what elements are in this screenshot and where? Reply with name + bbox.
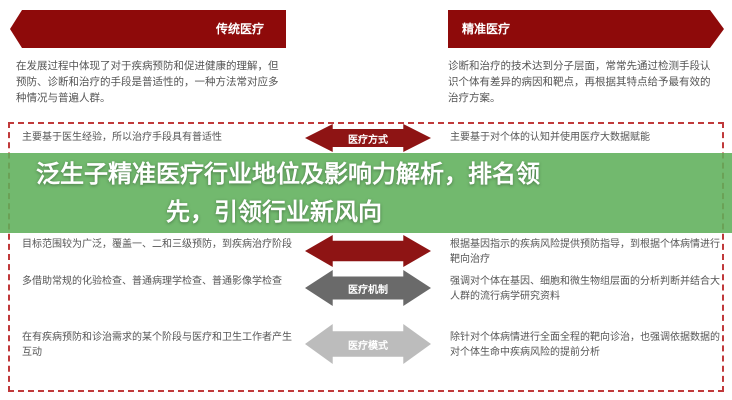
row3-left: 多借助常规的化验检查、普通病理学检查、普通影像学检查 bbox=[22, 276, 282, 287]
row1-left: 主要基于医生经验，所以治疗手段具有普适性 bbox=[22, 132, 222, 143]
row2-right: 根据基因指示的疾病风险提供预防指导，到根据个体病情进行靶向治疗 bbox=[450, 239, 720, 265]
article-title: 泛生子精准医疗行业地位及影响力解析，排名领 先，引领行业新风向 bbox=[0, 155, 732, 231]
precision-description: 诊断和治疗的技术达到分子层面，常常先通过检测手段认识个体有差异的病因和靶点，再根… bbox=[448, 60, 711, 104]
precision-medicine-banner: 精准医疗 bbox=[448, 10, 724, 48]
title-overlay-band bbox=[0, 153, 732, 233]
traditional-medicine-banner: 传统医疗 bbox=[10, 10, 286, 48]
row4-right: 除针对个体病情进行全面全程的靶向诊治，也强调依据数据的对个体生命中疾病风险的提前… bbox=[450, 332, 720, 358]
traditional-description: 在发展过程中体现了对于疾病预防和促进健康的理解，但预防、诊断和治疗的手段是普适性… bbox=[16, 60, 279, 104]
row1-right: 主要基于对个体的认知并使用医疗大数据赋能 bbox=[450, 132, 650, 143]
row2-left: 目标范围较为广泛，覆盖一、二和三级预防，到疾病治疗阶段 bbox=[22, 239, 292, 250]
title-line-2: 先，引领行业新风向 bbox=[166, 198, 382, 226]
row3-right: 强调对个体在基因、细胞和微生物组层面的分析判断并结合大人群的流行病学研究资料 bbox=[450, 276, 720, 302]
row4-left: 在有疾病预防和诊治需求的某个阶段与医疗和卫生工作者产生互动 bbox=[22, 332, 292, 358]
comparison-box bbox=[8, 122, 724, 392]
title-line-1: 泛生子精准医疗行业地位及影响力解析，排名领 bbox=[36, 160, 540, 188]
